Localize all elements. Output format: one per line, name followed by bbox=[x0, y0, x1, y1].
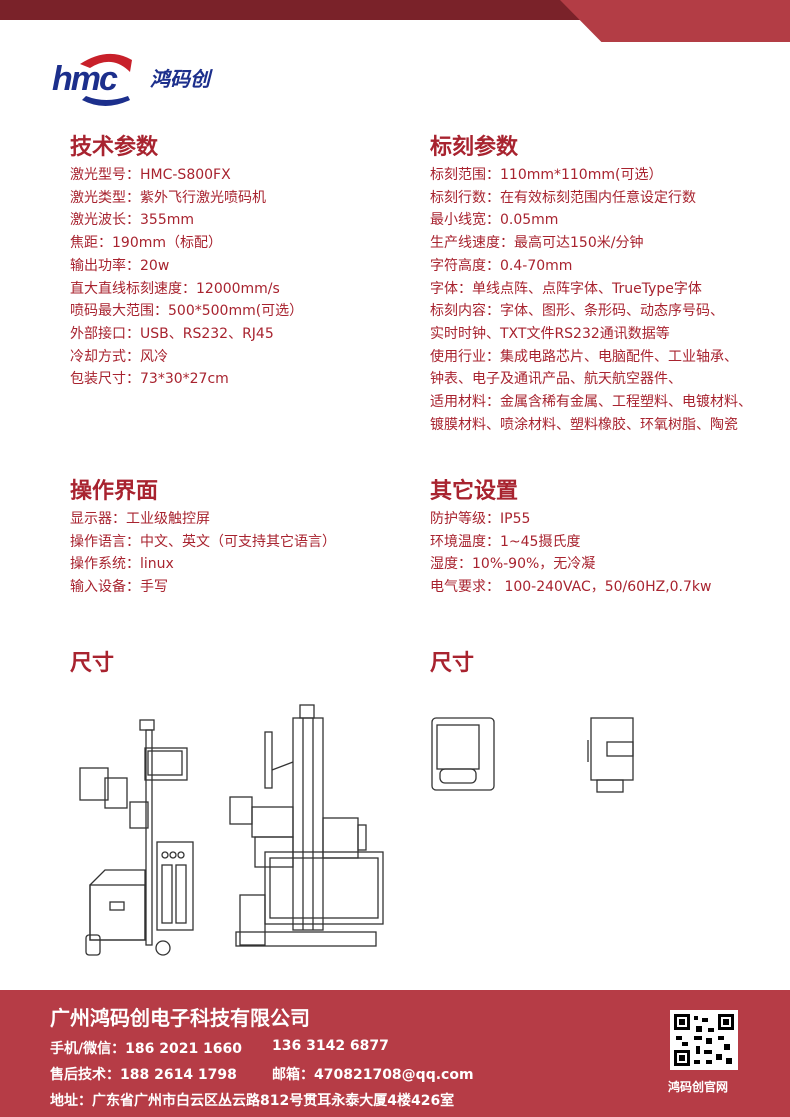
spec-line: 电气要求： 100-240VAC，50/60HZ,0.7kw bbox=[430, 579, 712, 596]
spec-line: 操作系统：linux bbox=[70, 556, 174, 573]
support-phone: 188 2614 1798 bbox=[120, 1067, 237, 1083]
spec-line: 适用材料：金属含稀有金属、工程塑料、电镀材料、 bbox=[430, 394, 752, 411]
other-section: 其它设置 防护等级：IP55 环境温度：1~45摄氏度湿度：10%-90%，无冷凝… bbox=[430, 476, 790, 599]
top-view-box bbox=[431, 717, 495, 791]
spec-line: 激光型号：HMC-S800FX bbox=[70, 167, 231, 183]
spec-line: 生产线速度：最高可达150米/分钟 bbox=[430, 235, 644, 252]
spec-line: 焦距：190mm（标配） bbox=[70, 235, 222, 252]
support-line: 售后技术：188 2614 1798 邮箱：470821708@qq.com bbox=[50, 1064, 474, 1084]
spec-line: 直大直线标刻速度：12000mm/s bbox=[70, 280, 280, 297]
section-title: 标刻参数 bbox=[430, 135, 519, 160]
header-accent bbox=[560, 0, 790, 42]
spec-line: 镀膜材料、喷涂材料、塑料橡胶、环氧树脂、陶瓷 bbox=[430, 416, 738, 433]
end-view-box bbox=[587, 717, 634, 793]
spec-line: 防护等级：IP55 bbox=[430, 511, 531, 527]
section-title: 技术参数 bbox=[70, 135, 159, 160]
phone-1: 186 2021 1660 bbox=[125, 1041, 243, 1057]
machine-side-view bbox=[79, 719, 194, 956]
phone-line: 手机/微信：186 2021 1660 136 3142 6877 bbox=[50, 1038, 389, 1058]
spec-line: 标刻范围：110mm*110mm(可选） bbox=[430, 167, 663, 183]
spec-line: 使用行业：集成电路芯片、电脑配件、工业轴承、 bbox=[430, 348, 738, 365]
address: 地址：广东省广州市白云区丛云路812号贯耳永泰大厦4楼426室 bbox=[50, 1093, 455, 1109]
spec-line: 激光波长：355mm bbox=[70, 212, 194, 229]
company-logo: hmc 鸿码创 bbox=[50, 46, 240, 114]
email: 470821708@qq.com bbox=[314, 1067, 474, 1083]
machine-front-view bbox=[229, 704, 384, 947]
spec-line: 湿度：10%-90%，无冷凝 bbox=[430, 556, 596, 573]
spec-line: 标刻内容：字体、图形、条形码、动态序号码、 bbox=[430, 303, 724, 320]
phone-2: 136 3142 6877 bbox=[272, 1038, 389, 1054]
dimensions-title-left: 尺寸 bbox=[70, 651, 115, 676]
spec-line: 字体：单线点阵、点阵字体、TrueType字体 bbox=[430, 280, 702, 297]
spec-line: 冷却方式：风冷 bbox=[70, 348, 168, 365]
ui-section: 操作界面 显示器：工业级触控屏操作语言：中文、英文（可支持其它语言） 操作系统：l… bbox=[70, 476, 430, 599]
spec-line: 输出功率：20w bbox=[70, 257, 170, 274]
company-name: 广州鸿码创电子科技有限公司 bbox=[50, 1006, 310, 1030]
email-label: 邮箱： bbox=[272, 1067, 314, 1083]
spec-line: 输入设备：手写 bbox=[70, 579, 168, 596]
spec-line: 实时时钟、TXT文件RS232通讯数据等 bbox=[430, 325, 670, 342]
svg-text:hmc: hmc bbox=[52, 60, 118, 98]
qr-code[interactable] bbox=[670, 1010, 738, 1070]
mark-params-section: 标刻参数 标刻范围：110mm*110mm(可选） 标刻行数：在有效标刻范围内任意… bbox=[430, 132, 790, 436]
spec-line: 环境温度：1~45摄氏度 bbox=[430, 533, 581, 550]
tech-params-section: 技术参数 激光型号：HMC-S800FX 激光类型：紫外飞行激光喷码机激光波长：3… bbox=[70, 132, 430, 391]
spec-line: 标刻行数：在有效标刻范围内任意设定行数 bbox=[430, 189, 696, 206]
section-title: 其它设置 bbox=[430, 479, 519, 504]
machine-drawings bbox=[79, 704, 634, 956]
spec-line: 喷码最大范围：500*500mm(可选） bbox=[70, 303, 304, 320]
spec-line: 最小线宽：0.05mm bbox=[430, 212, 559, 229]
qr-label: 鸿码创官网 bbox=[668, 1080, 729, 1094]
spec-line: 字符高度：0.4-70mm bbox=[430, 257, 573, 274]
spec-line: 激光类型：紫外飞行激光喷码机 bbox=[70, 189, 266, 206]
phone-label: 手机/微信： bbox=[50, 1041, 126, 1057]
spec-line: 显示器：工业级触控屏 bbox=[70, 511, 210, 527]
spec-line: 外部接口：USB、RS232、RJ45 bbox=[70, 325, 274, 342]
spec-line: 包装尺寸：73*30*27cm bbox=[70, 371, 229, 388]
section-title: 操作界面 bbox=[70, 479, 159, 504]
spec-line: 钟表、电子及通讯产品、航天航空器件、 bbox=[430, 371, 682, 388]
svg-text:鸿码创: 鸿码创 bbox=[150, 67, 213, 91]
footer: 广州鸿码创电子科技有限公司 手机/微信：186 2021 1660 136 314… bbox=[0, 990, 790, 1117]
support-label: 售后技术： bbox=[50, 1067, 120, 1083]
dimensions-title-right: 尺寸 bbox=[430, 651, 475, 676]
spec-line: 操作语言：中文、英文（可支持其它语言） bbox=[70, 533, 336, 550]
